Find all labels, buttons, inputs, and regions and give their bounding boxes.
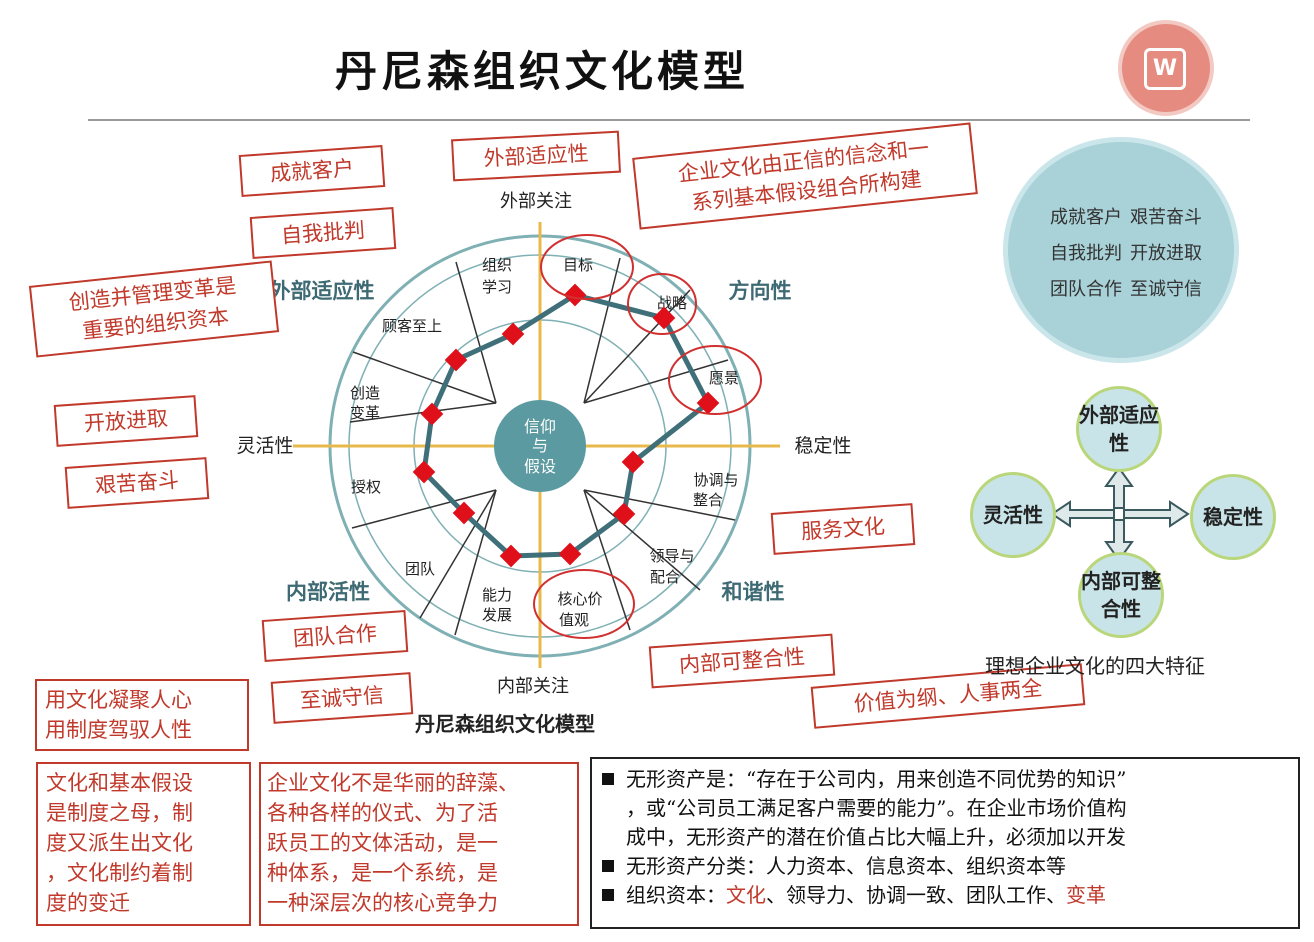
segment-core-values-1: 核心价 [557, 590, 602, 608]
trait-stability: 稳定性 [1190, 474, 1276, 560]
info-item-org-capital: 组织资本：文化、领导力、协调一致、团队工作、变革 [602, 881, 1288, 910]
profile-marker [420, 402, 444, 426]
trait-external-adaptability: 外部适应性 [1076, 386, 1162, 472]
value-self-criticism: 自我批判 [1050, 243, 1122, 264]
segment-coordination-2: 整合 [693, 491, 723, 509]
bullet-square-icon [602, 889, 614, 901]
note-core-competitiveness-line1: 企业文化不是华丽的辞藻、 [267, 771, 519, 795]
segment-coordination-1: 协调与 [693, 471, 738, 489]
segment-capability-2: 发展 [482, 606, 512, 624]
note-culture-system-line2: 用制度驾驭人性 [45, 718, 192, 742]
info-highlight-change: 变革 [1066, 883, 1106, 907]
note-culture-and-system-line1: 文化和基本假设 [46, 771, 193, 795]
segment-vision: 愿景 [709, 369, 739, 387]
segment-leadership-2: 配合 [650, 568, 680, 586]
axis-left-label: 灵活性 [236, 435, 293, 457]
note-core-competitiveness-line2: 各种各样的仪式、为了活 [267, 801, 498, 825]
note-core-competitiveness-line5: 一种深层次的核心竞争力 [267, 891, 498, 915]
center-label-3: 假设 [524, 457, 556, 476]
quadrant-external-adaptability: 外部适应性 [270, 279, 375, 303]
axis-top-label: 外部关注 [500, 191, 572, 212]
highlight-ring-goal [540, 234, 634, 300]
info-item-definition: 无形资产是：“存在于公司内，用来创造不同优势的知识” ，或“公司员工满足客户需要… [602, 765, 1288, 852]
segment-org-learning-1: 组织 [482, 256, 512, 274]
bullet-square-icon [602, 860, 614, 872]
intangible-assets-box: 无形资产是：“存在于公司内，用来创造不同优势的知识” ，或“公司员工满足客户需要… [590, 757, 1300, 929]
segment-create-change-1: 创造 [350, 384, 380, 402]
note-culture-and-system-line4: ，文化制约着制 [46, 861, 193, 885]
note-core-competitiveness-line3: 跃员工的文体活动，是一 [267, 831, 498, 855]
core-values-circle: 成就客户艰苦奋斗 自我批判开放进取 团队合作至诚守信 [1003, 137, 1239, 363]
quadrant-harmony: 和谐性 [722, 580, 785, 604]
info-line-1: 无形资产是：“存在于公司内，用来创造不同优势的知识” [626, 767, 1127, 791]
info-item-categories: 无形资产分类：人力资本、信息资本、组织资本等 [602, 852, 1288, 881]
segment-core-values-2: 值观 [559, 611, 589, 629]
value-open-enterprising: 开放进取 [1130, 243, 1202, 264]
note-core-competitiveness-line4: 种体系，是一个系统，是 [267, 861, 498, 885]
trait-flexibility: 灵活性 [970, 472, 1056, 558]
segment-team: 团队 [405, 560, 435, 578]
center-label-2: 与 [532, 436, 548, 455]
logo-letter: W [1144, 48, 1186, 90]
highlight-ring-core-values [533, 569, 635, 639]
note-external-adaptability: 外部适应性 [451, 130, 621, 182]
highlight-ring-vision [668, 345, 762, 415]
quadrant-direction: 方向性 [729, 279, 792, 303]
note-culture-and-system-line3: 度又派生出文化 [46, 831, 193, 855]
info-line-4: 无形资产分类：人力资本、信息资本、组织资本等 [626, 854, 1066, 878]
traits-arrows [1050, 466, 1190, 562]
trait-internal-integration: 内部可整合性 [1078, 552, 1164, 638]
highlight-ring-strategy [627, 273, 697, 335]
axis-right-label: 稳定性 [794, 435, 851, 457]
segment-org-learning-2: 学习 [482, 278, 512, 296]
segment-customer-first: 顾客至上 [382, 317, 442, 335]
note-culture-and-system-line2: 是制度之母，制 [46, 801, 193, 825]
segment-empowerment: 授权 [351, 478, 381, 496]
segment-leadership-1: 领导与 [649, 547, 694, 565]
info-line-2: ，或“公司员工满足客户需要的能力”。在企业市场价值构 [626, 796, 1127, 820]
value-hard-work: 艰苦奋斗 [1130, 207, 1202, 228]
note-culture-and-system-line5: 度的变迁 [46, 891, 130, 915]
info-line-5-prefix: 组织资本： [626, 883, 726, 907]
segment-capability-1: 能力 [482, 586, 512, 604]
segment-dividers [349, 257, 736, 636]
center-label-1: 信仰 [524, 417, 556, 436]
info-line-3: 成中，无形资产的潜在价值占比大幅上升，必须加以开发 [626, 825, 1126, 849]
info-highlight-culture: 文化 [726, 883, 766, 907]
title-divider [88, 119, 1250, 121]
note-culture-and-system: 文化和基本假设 是制度之母，制 度又派生出文化 ，文化制约着制 度的变迁 [36, 762, 251, 926]
profile-marker [444, 348, 468, 372]
core-values-grid: 成就客户艰苦奋斗 自我批判开放进取 团队合作至诚守信 [1050, 200, 1210, 308]
segment-create-change-2: 变革 [350, 404, 380, 422]
value-teamwork: 团队合作 [1050, 279, 1122, 300]
axis-bottom-label: 内部关注 [497, 676, 569, 697]
info-line-5-middle: 、领导力、协调一致、团队工作、 [766, 883, 1066, 907]
note-core-competitiveness: 企业文化不是华丽的辞藻、 各种各样的仪式、为了活 跃员工的文体活动，是一 种体系… [259, 762, 579, 926]
value-integrity: 至诚守信 [1130, 279, 1202, 300]
note-culture-system-line1: 用文化凝聚人心 [45, 688, 192, 712]
center-circle [494, 400, 586, 492]
traits-caption: 理想企业文化的四大特征 [985, 654, 1205, 678]
value-customer-success: 成就客户 [1050, 207, 1122, 228]
logo: W [1118, 20, 1214, 116]
bullet-square-icon [602, 773, 614, 785]
note-culture-system: 用文化凝聚人心 用制度驾驭人性 [35, 679, 249, 751]
model-caption: 丹尼森组织文化模型 [415, 712, 595, 736]
quadrant-internal-vitality: 内部活性 [286, 580, 370, 604]
info-line-5: 组织资本：文化、领导力、协调一致、团队工作、变革 [626, 881, 1288, 910]
page-title: 丹尼森组织文化模型 [335, 47, 750, 96]
segment-goal: 目标 [563, 256, 593, 274]
